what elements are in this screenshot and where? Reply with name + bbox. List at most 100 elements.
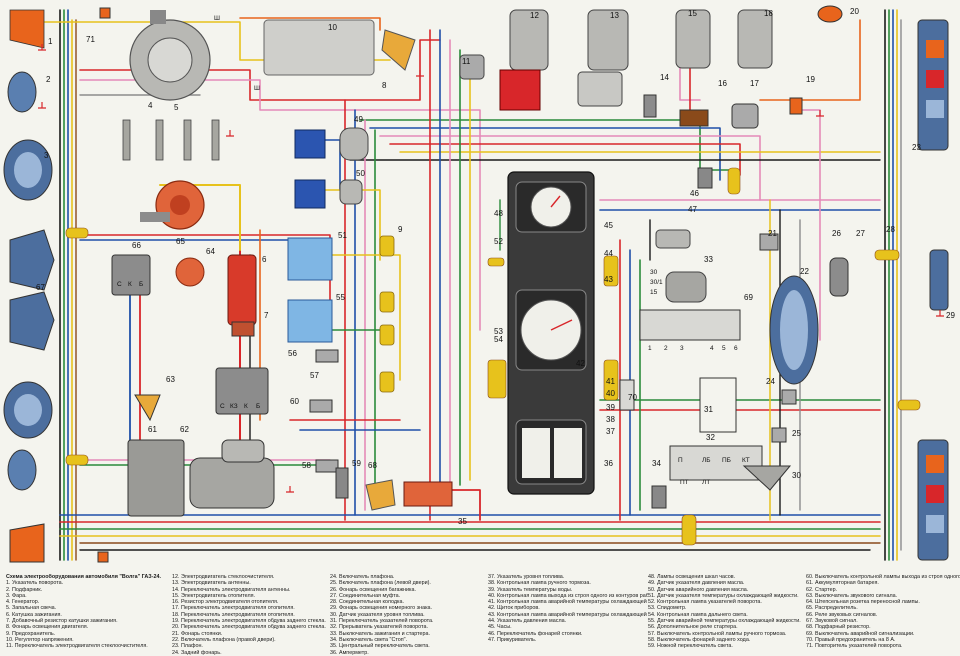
component-number: 1 (48, 37, 53, 46)
component-number: 15 (688, 9, 697, 18)
lighter-icon (655, 229, 691, 249)
component-number: 38 (606, 415, 615, 424)
component-number: 24 (766, 377, 775, 386)
ammeter-icon (554, 428, 582, 478)
plate-lamp-icon (929, 249, 949, 311)
component-number: 47 (688, 205, 697, 214)
terminal-label: К (128, 281, 132, 288)
flasher-relay-icon (669, 445, 763, 481)
terminal-label: 2 (664, 345, 668, 352)
parking-switch-icon (697, 167, 713, 189)
turn-signal-icon (9, 9, 45, 49)
component-number: 54 (494, 335, 503, 344)
component-number: 41 (606, 377, 615, 386)
legend-item: 53. Спидометр. (648, 605, 687, 612)
stop-switch-icon (651, 485, 667, 509)
legend-item: 58. Выключатель фонарей заднего хода. (648, 636, 751, 643)
component-number: 40 (606, 389, 615, 398)
component-number: 9 (398, 225, 403, 234)
parking-lamp-icon (759, 233, 779, 251)
legend-item: 19. Переключатель электродвигателя обдув… (172, 618, 326, 625)
fuel-sender-icon (742, 465, 792, 491)
component-number: 30 (792, 471, 801, 480)
terminal-label: 30 (650, 269, 658, 276)
resistor-icon (365, 479, 396, 511)
legend-item: 43. Контрольная лампа аварийной температ… (488, 611, 648, 618)
legend-item: 47. Прикуриватель. (488, 636, 537, 643)
socket-icon (175, 257, 205, 287)
terminal-label: К (244, 403, 248, 410)
legend-item: 31. Переключатель указателей поворота. (330, 618, 434, 625)
component-number: 71 (86, 35, 95, 44)
component-number: 58 (302, 461, 311, 470)
terminal-label: ПБ (722, 457, 731, 464)
component-number: 26 (832, 229, 841, 238)
legend-item: 26. Фонарь освещения багажника. (330, 586, 417, 593)
component-number: 64 (206, 247, 215, 256)
component-number: 20 (850, 7, 859, 16)
legend-item: 70. Правый предохранитель на 8 А. (806, 636, 896, 643)
legend-item: 27. Соединительная муфта. (330, 592, 401, 599)
repeater-icon (97, 551, 109, 563)
terminal-label: 3 (680, 345, 684, 352)
side-lamp-icon (7, 71, 37, 113)
component-number: 2 (46, 75, 51, 84)
antenna-switch-icon (643, 94, 657, 118)
legend-item: 29. Фонарь освещения номерного знака. (330, 605, 433, 612)
component-number: 13 (610, 11, 619, 20)
component-number: 50 (356, 169, 365, 178)
turn-signal-icon (9, 523, 45, 563)
legend-item: 51. Датчик указателя температуры охлажда… (648, 592, 799, 599)
ignition-switch-icon (665, 271, 707, 303)
heater-switch-icon (731, 103, 759, 129)
rear-blower-icon (817, 5, 843, 23)
legend-item: 6. Катушка зажигания. (6, 611, 62, 618)
legend-item: 16. Резистор электродвигателя отопителя. (172, 599, 279, 606)
component-number: 35 (458, 517, 467, 526)
oil-pressure-sensor-icon (294, 179, 326, 209)
component-number: 61 (148, 425, 157, 434)
component-number: 11 (462, 57, 471, 66)
legend-item: 67. Звуковой сигнал. (806, 618, 858, 625)
component-number: 57 (310, 371, 319, 380)
terminal-label: 6 (734, 345, 738, 352)
component-number: 49 (354, 115, 363, 124)
legend-item: 63. Выключатель звукового сигнала. (806, 592, 898, 599)
component-number: 46 (690, 189, 699, 198)
temp-alarm-sensor-icon (287, 299, 333, 343)
horn-button-icon (134, 394, 161, 422)
component-number: 42 (576, 359, 585, 368)
door-switch-icon (771, 427, 787, 443)
legend-item: 62. Стартер. (806, 586, 838, 593)
component-number: 66 (132, 241, 141, 250)
component-number: 43 (604, 275, 613, 284)
component-number: 55 (336, 293, 345, 302)
legend-item: 2. Подфарник. (6, 586, 43, 593)
legend-item: 61. Аккумуляторная батарея. (806, 580, 879, 587)
terminal-label: ЛБ (702, 457, 711, 464)
component-number: 3 (44, 151, 49, 160)
legend-item: 48. Лампы освещения шкал часов. (648, 574, 736, 580)
component-number: 12 (530, 11, 539, 20)
wiring-diagram: 1234567891011121314151617181920212223242… (3, 5, 956, 563)
horn-relay-icon (111, 254, 151, 296)
terminal-label: 4 (710, 345, 714, 352)
component-number: 32 (706, 433, 715, 442)
component-number: 5 (174, 103, 179, 112)
component-number: 22 (800, 267, 809, 276)
wiper-switch-icon (459, 54, 485, 80)
legend-item: 42. Щиток приборов. (488, 605, 540, 612)
legend-item: 17. Переключатель электродвигателя отопи… (172, 605, 295, 612)
blower-switch-icon (789, 97, 803, 115)
component-number: 63 (166, 375, 175, 384)
legend-item: 37. Указатель уровня топлива. (488, 574, 565, 580)
component-number: 25 (792, 429, 801, 438)
legend-item: 14. Переключатель электродвигателя антен… (172, 586, 291, 593)
legend-item: 46. Переключатель фонарей стоянки. (488, 630, 583, 637)
legend-item: 35. Центральный переключатель света. (330, 643, 430, 650)
component-number: 37 (606, 427, 615, 436)
legend-item: 44. Указатель давления масла. (488, 618, 567, 625)
heater-resistor-icon (679, 109, 709, 127)
legend-item: 52. Контрольная лампа указателей поворот… (648, 599, 762, 606)
legend-item: 50. Датчик аварийного давления масла. (648, 586, 749, 593)
